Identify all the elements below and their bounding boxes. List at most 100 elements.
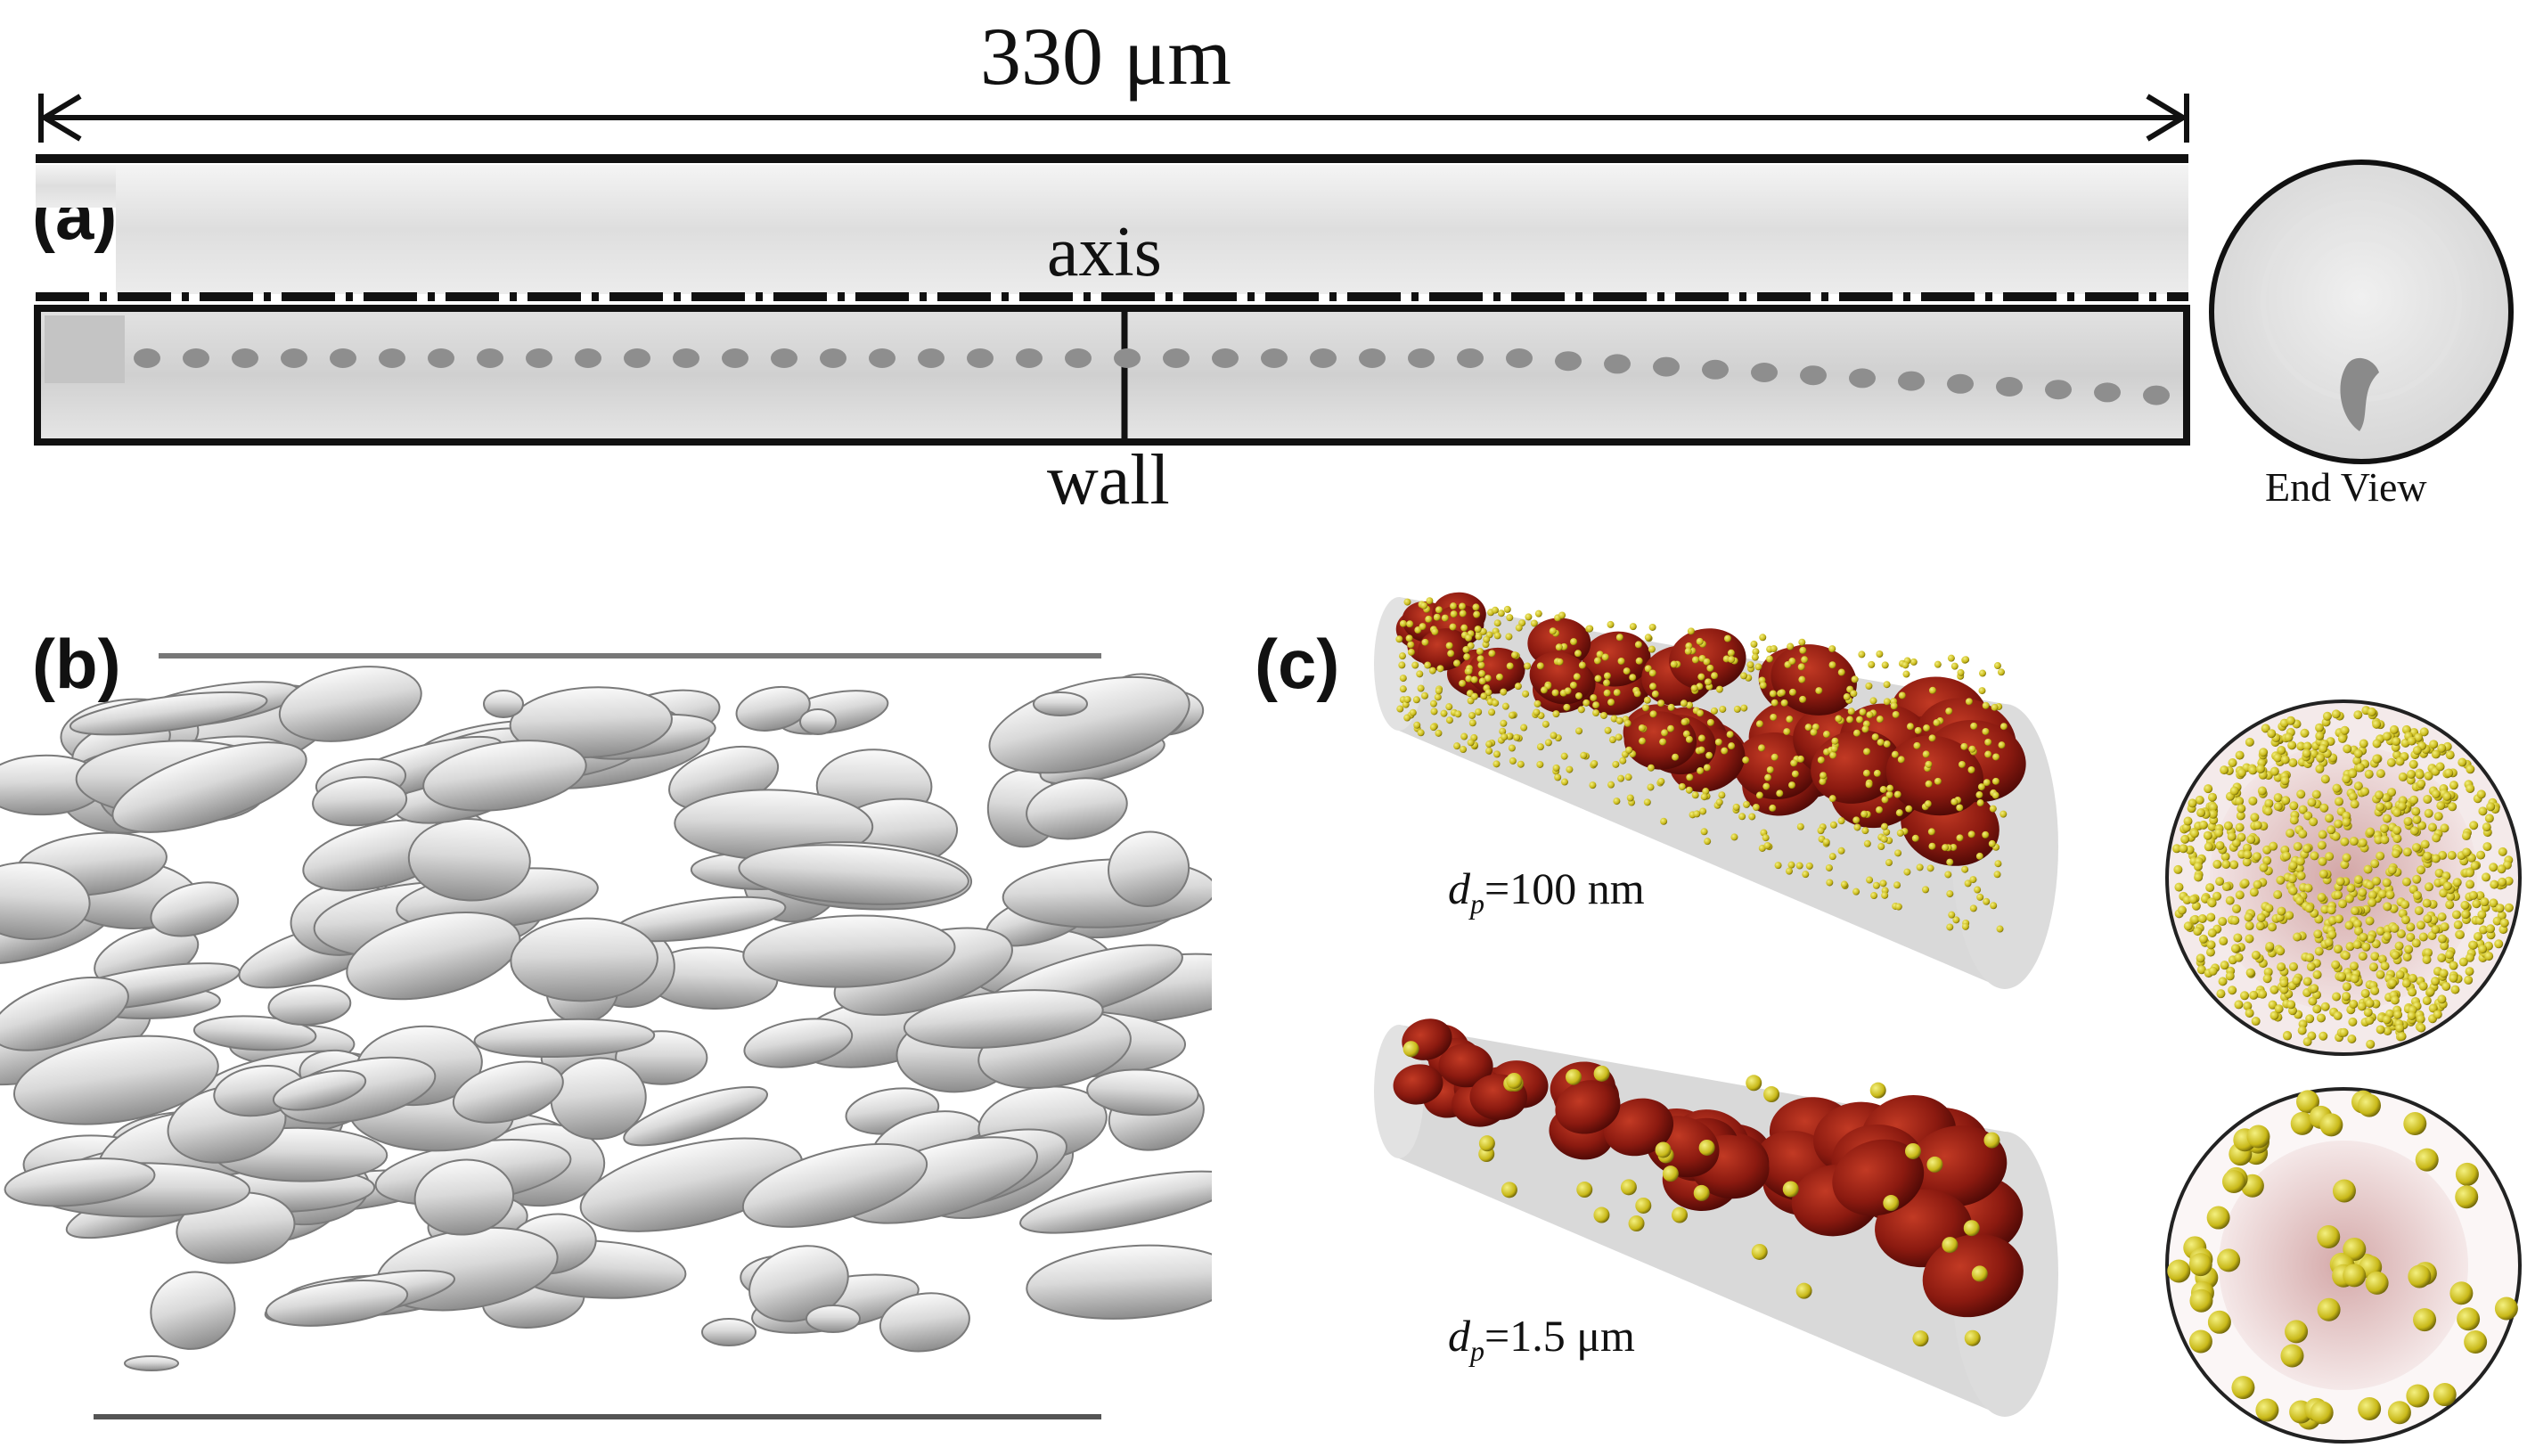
particle xyxy=(2220,852,2230,862)
particle xyxy=(2249,990,2259,1000)
particle xyxy=(2492,916,2502,926)
particle xyxy=(2287,740,2297,750)
particle xyxy=(2255,1398,2279,1422)
particle xyxy=(1635,1197,1652,1214)
particle xyxy=(1493,632,1501,640)
particle xyxy=(2365,916,2375,926)
particle xyxy=(2245,1008,2254,1018)
particle xyxy=(1697,767,1705,775)
particle xyxy=(1459,679,1467,687)
particle xyxy=(2313,929,2323,939)
particle xyxy=(1536,743,1544,751)
particle xyxy=(1633,690,1641,698)
particle xyxy=(1593,1207,1610,1223)
particle xyxy=(1470,692,1478,700)
particle xyxy=(1905,805,1913,813)
particle xyxy=(2286,1000,2296,1010)
rbc-cell xyxy=(1800,365,1827,386)
rbc-cell xyxy=(1108,830,1190,908)
particle xyxy=(1680,699,1688,708)
particle xyxy=(1445,642,1453,650)
particle xyxy=(1556,658,1564,666)
particle xyxy=(1926,864,1934,872)
particle xyxy=(1648,669,1656,677)
rbc-cell xyxy=(1114,348,1141,368)
particle xyxy=(2237,804,2246,814)
particle xyxy=(2334,914,2343,924)
particle xyxy=(2333,890,2343,900)
particle xyxy=(1983,779,1991,787)
particle xyxy=(1453,659,1461,667)
particle xyxy=(1542,720,1550,728)
particle xyxy=(1894,849,1902,857)
particle xyxy=(1643,696,1651,704)
rbc-cell xyxy=(738,844,969,905)
particle xyxy=(1626,794,1634,802)
particle xyxy=(1914,726,1922,734)
particle xyxy=(2376,969,2385,979)
particle xyxy=(2498,877,2507,887)
particle xyxy=(1623,667,1631,675)
particle xyxy=(2465,967,2474,977)
particle xyxy=(1876,716,1884,724)
particle xyxy=(2245,921,2254,931)
particle xyxy=(1902,670,1910,678)
particle xyxy=(2327,929,2337,939)
particle xyxy=(1648,645,1656,653)
rbc-cell xyxy=(452,1060,564,1124)
particle xyxy=(1704,838,1712,846)
particle xyxy=(2424,882,2433,892)
particle xyxy=(1831,737,1839,745)
particle xyxy=(1465,675,1473,683)
particle xyxy=(2441,981,2451,991)
particle xyxy=(1700,793,1708,801)
particle xyxy=(1551,689,1559,697)
particle xyxy=(2293,841,2302,851)
particle xyxy=(2309,817,2318,827)
particle xyxy=(2307,798,2317,807)
particle xyxy=(1533,699,1542,708)
particle xyxy=(2401,877,2411,887)
particle xyxy=(2318,869,2328,879)
particle xyxy=(1696,637,1704,645)
particle xyxy=(2317,892,2327,902)
particle xyxy=(1473,610,1481,618)
particle xyxy=(1901,661,1910,669)
particle xyxy=(2259,863,2269,872)
rbc-cell xyxy=(918,348,945,368)
particle xyxy=(1754,663,1762,671)
particle xyxy=(2439,888,2449,898)
particle xyxy=(2240,879,2250,888)
particle xyxy=(1983,1132,2000,1149)
particle xyxy=(1743,800,1751,808)
particle xyxy=(2478,806,2488,816)
particle xyxy=(1628,1215,1645,1232)
particle xyxy=(2477,910,2487,920)
particle xyxy=(1574,691,1582,699)
particle xyxy=(1891,750,1899,758)
particle xyxy=(1970,722,1978,730)
particle xyxy=(1514,683,1522,691)
particle xyxy=(1779,689,1787,697)
particle xyxy=(2267,729,2277,739)
particle xyxy=(1759,682,1767,690)
particle xyxy=(1817,827,1825,835)
particle xyxy=(1429,724,1437,732)
particle xyxy=(2484,814,2494,823)
particle xyxy=(1964,879,1972,888)
rbc-cell xyxy=(1261,348,1288,368)
particle xyxy=(2344,920,2354,930)
particle xyxy=(1503,605,1511,613)
particle xyxy=(1476,647,1484,655)
particle xyxy=(1450,610,1458,618)
particle xyxy=(1593,1065,1610,1082)
rbc-cell xyxy=(1947,373,1974,394)
particle xyxy=(1399,619,1407,627)
particle xyxy=(2217,1248,2241,1272)
particle xyxy=(1574,650,1582,658)
rbc-cell xyxy=(967,348,994,368)
particle xyxy=(1554,773,1562,781)
panel-c-label: (c) xyxy=(1255,625,1340,703)
particle xyxy=(2352,919,2362,928)
particle xyxy=(2342,853,2351,863)
